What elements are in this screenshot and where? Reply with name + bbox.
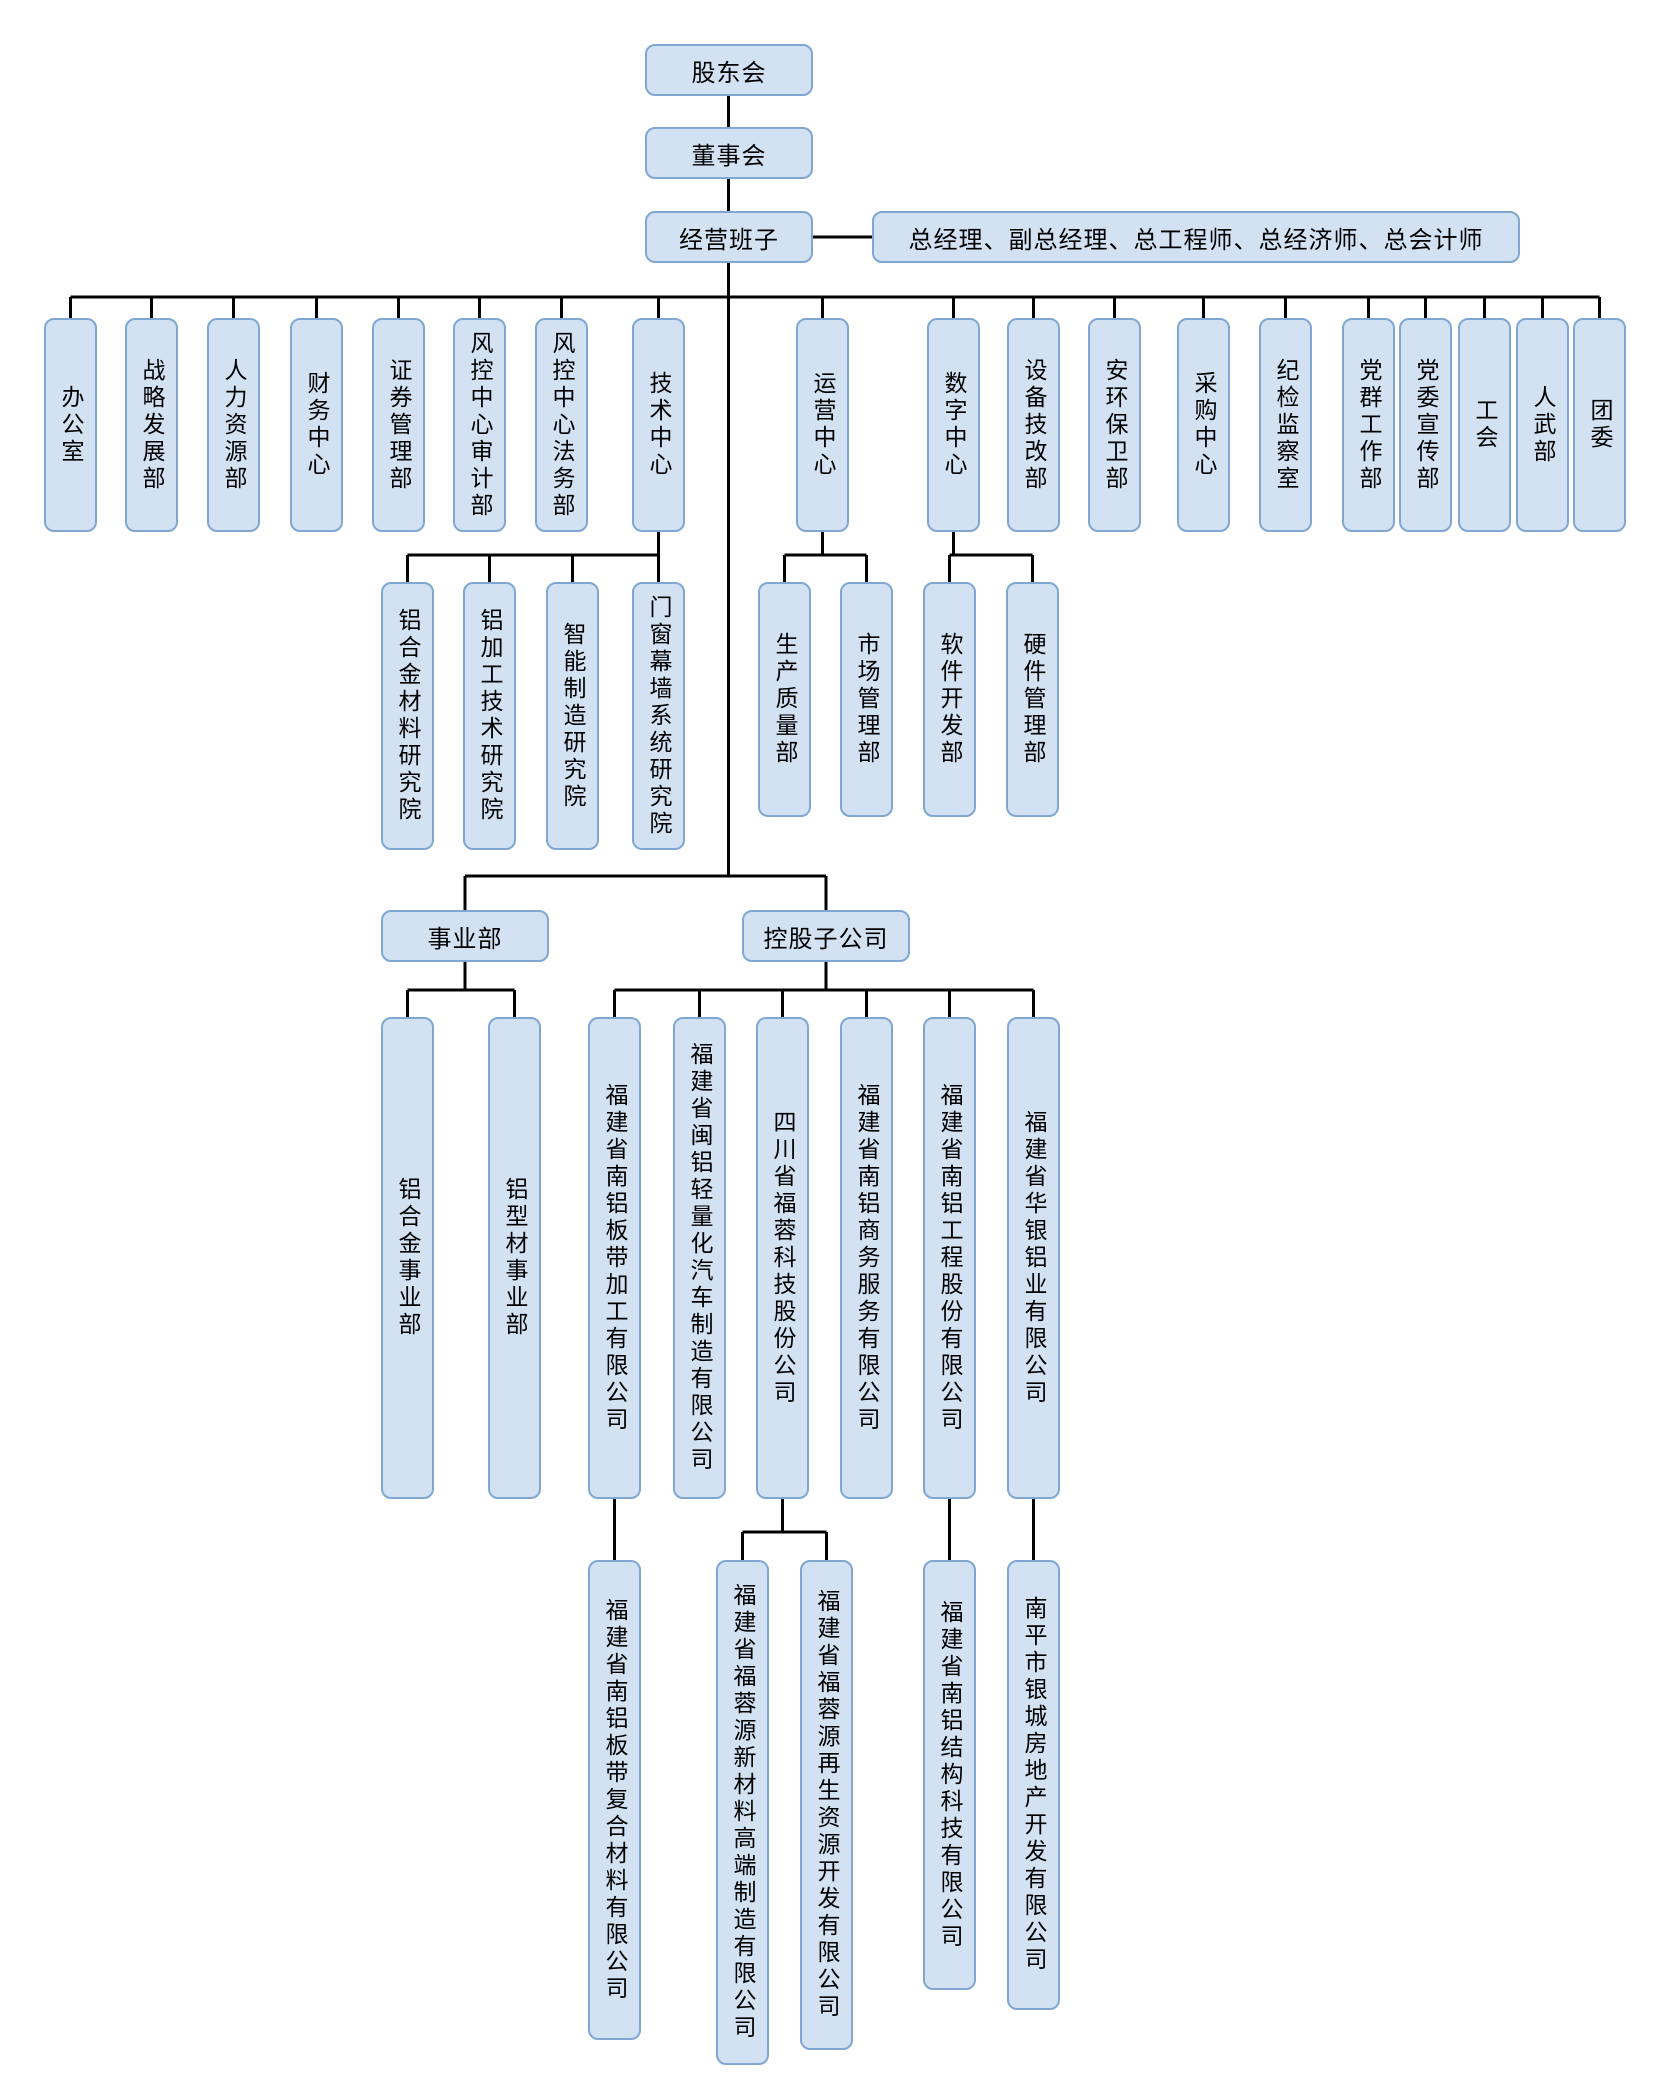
dept-labor-union: 工会: [1458, 318, 1511, 532]
node-executives: 总经理、副总经理、总工程师、总经济师、总会计师: [872, 211, 1520, 263]
dept-software-development: 软件开发部: [923, 582, 976, 817]
company-nanalu-strip-processing: 福建省南铝板带加工有限公司: [588, 1017, 641, 1499]
company-minalu-lightweight-auto: 福建省闽铝轻量化汽车制造有限公司: [673, 1017, 726, 1499]
institute-intelligent-manufacturing: 智能制造研究院: [546, 582, 599, 850]
dept-youth-league: 团委: [1573, 318, 1626, 532]
dept-production-quality: 生产质量部: [758, 582, 811, 817]
dept-human-resources: 人力资源部: [207, 318, 260, 532]
institute-curtain-wall-systems: 门窗幕墙系统研究院: [632, 582, 685, 850]
company-nanalu-structural-tech: 福建省南铝结构科技有限公司: [923, 1560, 976, 1990]
dept-safety-security: 安环保卫部: [1088, 318, 1141, 532]
node-board-of-directors: 董事会: [645, 127, 813, 179]
dept-equipment-renovation: 设备技改部: [1007, 318, 1060, 532]
dept-party-propaganda: 党委宣传部: [1399, 318, 1452, 532]
company-furong-technology: 四川省福蓉科技股份公司: [756, 1017, 809, 1499]
dept-operations-center: 运营中心: [796, 318, 849, 532]
node-holding-subsidiaries: 控股子公司: [742, 910, 910, 962]
node-shareholders-meeting: 股东会: [645, 44, 813, 96]
division-aluminum-alloy: 铝合金事业部: [381, 1017, 434, 1499]
dept-finance-center: 财务中心: [290, 318, 343, 532]
company-yincheng-real-estate: 南平市银城房地产开发有限公司: [1007, 1560, 1060, 2010]
dept-procurement-center: 采购中心: [1177, 318, 1230, 532]
company-nanalu-engineering: 福建省南铝工程股份有限公司: [923, 1017, 976, 1499]
dept-strategic-development: 战略发展部: [125, 318, 178, 532]
dept-digital-center: 数字中心: [927, 318, 980, 532]
dept-securities-management: 证券管理部: [372, 318, 425, 532]
dept-risk-control-audit: 风控中心审计部: [453, 318, 506, 532]
node-business-division: 事业部: [381, 910, 549, 962]
dept-office: 办公室: [44, 318, 97, 532]
dept-technology-center: 技术中心: [632, 318, 685, 532]
company-nanalu-strip-composite: 福建省南铝板带复合材料有限公司: [588, 1560, 641, 2040]
company-furongyuan-new-materials: 福建省福蓉源新材料高端制造有限公司: [716, 1560, 769, 2065]
node-management-team: 经营班子: [645, 211, 813, 263]
company-nanalu-business-service: 福建省南铝商务服务有限公司: [840, 1017, 893, 1499]
institute-aluminum-processing: 铝加工技术研究院: [463, 582, 516, 850]
dept-risk-control-legal: 风控中心法务部: [535, 318, 588, 532]
company-furongyuan-recycling: 福建省福蓉源再生资源开发有限公司: [800, 1560, 853, 2050]
institute-aluminum-alloy-materials: 铝合金材料研究院: [381, 582, 434, 850]
dept-discipline-inspection: 纪检监察室: [1259, 318, 1312, 532]
dept-hardware-management: 硬件管理部: [1006, 582, 1059, 817]
division-aluminum-profile: 铝型材事业部: [488, 1017, 541, 1499]
dept-party-mass-work: 党群工作部: [1342, 318, 1395, 532]
dept-armed-forces: 人武部: [1516, 318, 1569, 532]
dept-market-management: 市场管理部: [840, 582, 893, 817]
company-huayin-aluminum: 福建省华银铝业有限公司: [1007, 1017, 1060, 1499]
